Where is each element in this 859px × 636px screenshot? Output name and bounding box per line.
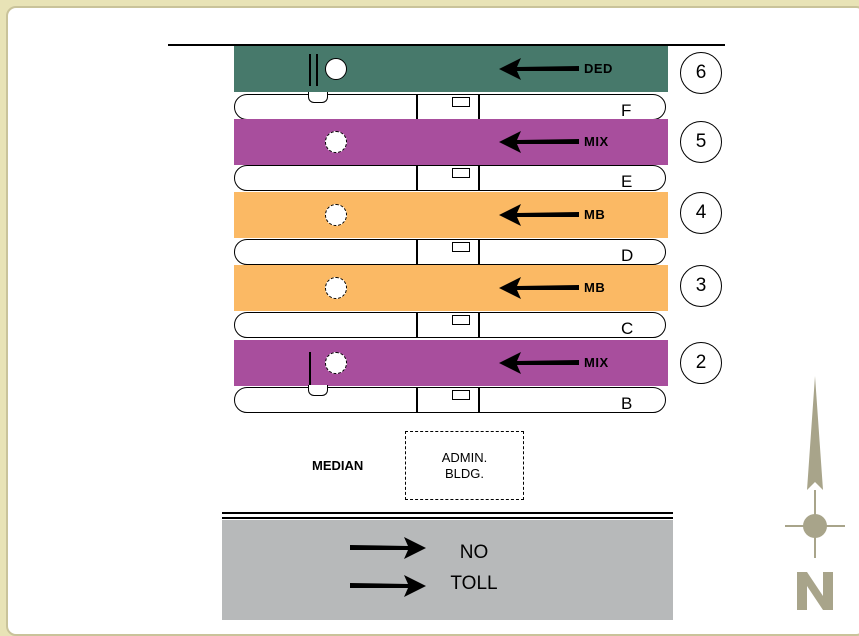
traffic-signal-icon [325,58,347,80]
lane-6: DED [234,46,668,92]
no-toll-roadway: NO TOLL [222,520,673,620]
left-arrow-icon [499,204,579,226]
booth-box [452,315,470,325]
lane-type-label: DED [584,61,613,76]
right-arrow-icon [350,537,426,559]
booth-letter: B [621,394,633,413]
bollard-post [309,352,311,386]
bollard-post [316,54,318,86]
admin-label-line2: BLDG. [444,466,484,481]
lane-type-label: MB [584,280,606,295]
toll-booth-b: B [234,385,666,413]
no-toll-label-line1: NO [459,542,489,563]
lane-number-5: 5 [680,121,722,163]
lane-number-4: 4 [680,192,722,234]
road-edge-line [222,512,673,514]
north-letter [797,572,833,610]
booth-divider [416,313,418,337]
traffic-signal-icon [325,352,347,374]
right-arrow-icon [350,575,426,597]
left-arrow-icon [499,352,579,374]
lane-number-3: 3 [680,265,722,307]
admin-building: ADMIN. BLDG. [405,431,524,500]
lane-number-6: 6 [680,52,722,94]
booth-letter: C [621,319,634,338]
toll-booth-e: E [234,165,666,191]
lane-4: MB [234,192,668,238]
lane-number-2: 2 [680,342,722,384]
lane-5: MIX [234,119,668,165]
toll-booth-d: D [234,239,666,265]
booth-box [452,390,470,400]
booth-letter: F [621,101,632,120]
left-arrow-icon [499,277,579,299]
booth-divider [478,95,480,119]
booth-letter: D [621,246,634,265]
toll-booth-c: C [234,312,666,338]
plaza-edge-line [168,44,725,46]
booth-divider [478,388,480,412]
road-edge-line [222,517,673,519]
lane-2: MIX [234,340,668,386]
booth-box [452,168,470,178]
booth-divider [478,240,480,264]
traffic-signal-icon [325,131,347,153]
left-arrow-icon [499,58,579,80]
north-arrow-icon [785,376,845,610]
lane-type-label: MIX [584,134,609,149]
median-label: MEDIAN [312,458,364,473]
left-arrow-icon [499,131,579,153]
traffic-signal-icon [325,277,347,299]
bollard-post [309,54,311,86]
lane-type-label: MIX [584,355,609,370]
booth-divider [478,166,480,190]
booth-box [452,97,470,107]
booth-divider [416,388,418,412]
admin-label-line1: ADMIN. [441,450,488,465]
bollard-base [308,385,328,396]
booth-letter: E [621,172,633,191]
lane-3: MB [234,265,668,311]
booth-divider [416,166,418,190]
traffic-signal-icon [325,204,347,226]
booth-box [452,242,470,252]
booth-divider [478,313,480,337]
lane-type-label: MB [584,207,606,222]
booth-divider [416,95,418,119]
toll-booth-f: F [234,92,666,120]
bollard-base [308,92,328,103]
booth-divider [416,240,418,264]
no-toll-label-line2: TOLL [450,573,498,594]
